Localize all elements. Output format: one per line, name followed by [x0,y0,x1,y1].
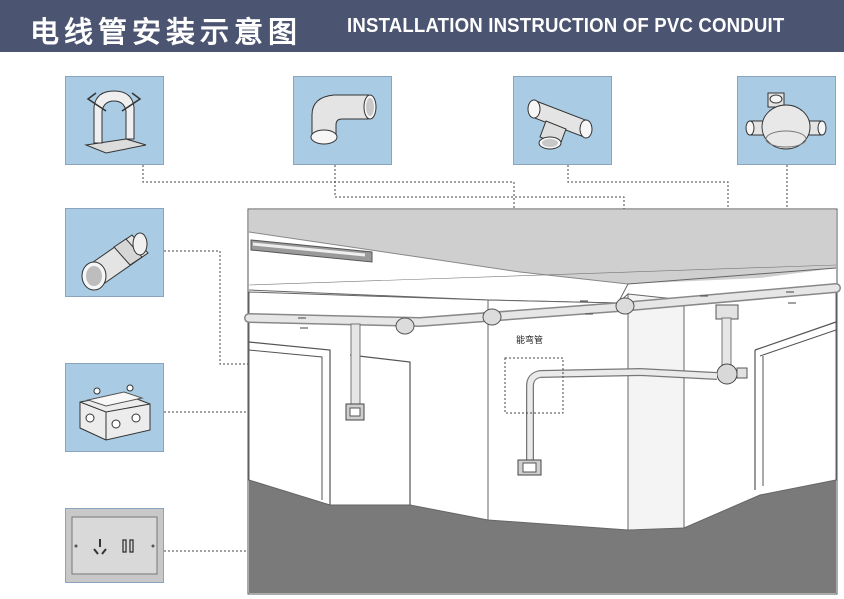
title-banner: 电线管安装示意图 INSTALLATION INSTRUCTION OF PVC… [0,0,844,52]
middle-wall [487,292,629,531]
ceiling-light-fixture [250,239,373,263]
tee-icon [527,99,593,150]
round-junction-box-icon [745,92,827,150]
saddle-clip-card [65,76,164,165]
elbow-icon [310,94,377,145]
coupler-icon [81,232,149,291]
conduit-main-run [244,283,841,335]
socket-plate-card [65,508,164,583]
elbow-card [293,76,392,165]
bend-highlight-box [504,357,564,414]
ceiling [249,210,836,284]
left-wall [248,291,489,521]
coupler-card [65,208,164,297]
tee-card [513,76,612,165]
saddle-clip-icon [84,90,147,154]
socket-plate-icon [71,516,158,575]
conduit-left-drop [350,323,361,405]
conduit-right-drop [715,304,748,385]
bendable-pipe-label: 能弯管 [516,336,544,346]
title-english: INSTALLATION INSTRUCTION OF PVC CONDUIT [347,15,785,37]
switch-box-card [65,363,164,452]
title-chinese: 电线管安装示意图 [30,15,303,49]
conduit-bendable-run [526,367,718,460]
round-junction-box-card [737,76,836,165]
switch-box-icon [79,384,151,441]
